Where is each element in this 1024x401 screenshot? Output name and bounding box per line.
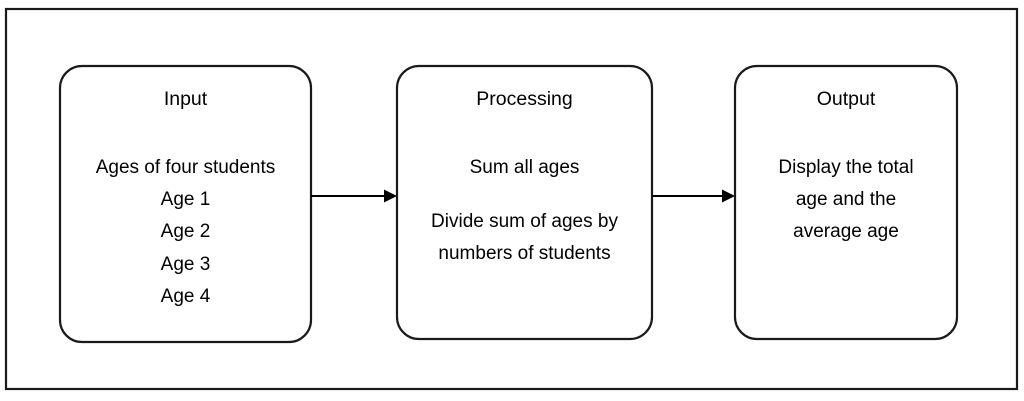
node-line-output-0: Display the total [778, 157, 914, 178]
node-line-processing-2: numbers of students [438, 243, 611, 264]
node-line-input-0: Ages of four students [95, 157, 276, 178]
connector-input-to-processing [311, 189, 397, 203]
outer-frame [4, 7, 1019, 391]
node-line-input-3: Age 3 [160, 254, 211, 275]
node-line-processing-0: Sum all ages [469, 157, 580, 178]
node-title-input: Input [163, 88, 208, 110]
node-title-processing: Processing [476, 88, 573, 110]
node-box-input[interactable] [58, 64, 313, 344]
node-line-input-1: Age 1 [160, 189, 211, 210]
node-box-processing[interactable] [395, 64, 654, 341]
arrowhead-icon [384, 189, 397, 203]
connector-processing-to-output [652, 189, 735, 203]
arrowhead-icon [722, 189, 735, 203]
node-line-processing-1: Divide sum of ages by [431, 211, 618, 232]
node-line-output-1: age and the [795, 189, 897, 210]
node-box-output[interactable] [733, 64, 959, 341]
node-line-input-2: Age 2 [160, 221, 211, 242]
node-line-input-4: Age 4 [160, 286, 211, 307]
node-title-output: Output [816, 88, 876, 110]
node-line-output-2: average age [793, 221, 899, 242]
